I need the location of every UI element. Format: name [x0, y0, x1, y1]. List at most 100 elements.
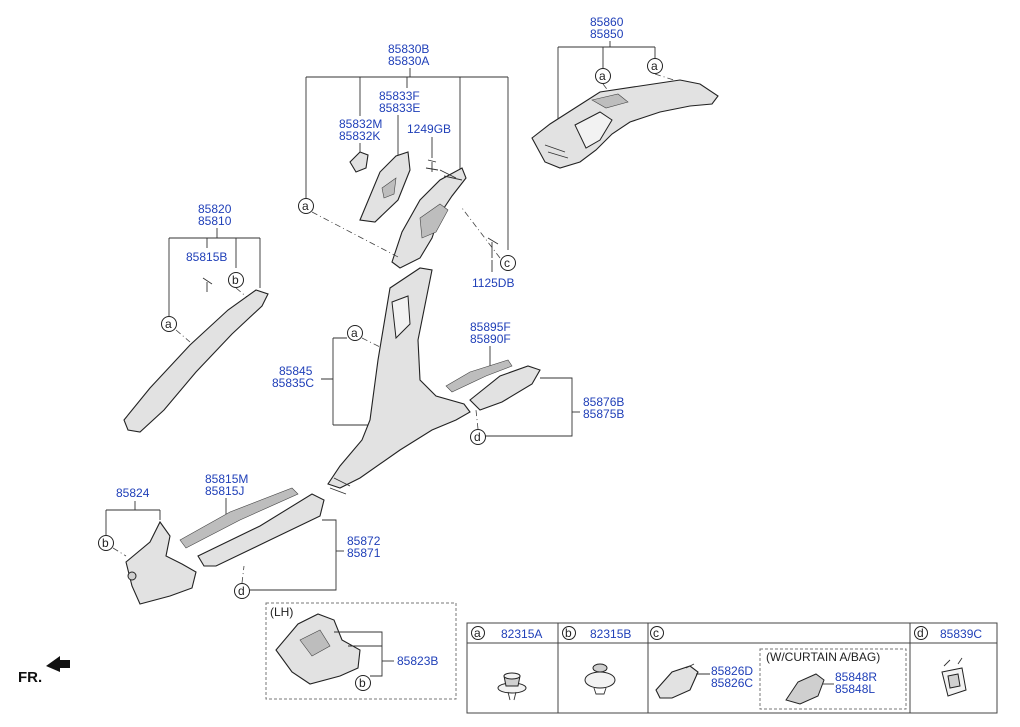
- mark-b-a: [228, 272, 244, 288]
- part-85823B[interactable]: 85823B: [397, 654, 438, 668]
- clip-85815B: [202, 277, 213, 292]
- part-85850[interactable]: 85850: [590, 27, 624, 41]
- b-pillar-upper-group: 85830B 85830A 85833F 85833E 85832M 85832…: [298, 42, 516, 290]
- part-85815J[interactable]: 85815J: [205, 484, 244, 498]
- part-85830B[interactable]: 85830B: [388, 42, 429, 56]
- mark-b-lh: [355, 675, 371, 691]
- rear-trim-lines: [544, 144, 569, 159]
- scuff-85895: [445, 359, 513, 393]
- rear-trim-window: [574, 111, 613, 149]
- leader-a-pillar: [168, 228, 261, 316]
- fr-arrow-icon: [46, 656, 70, 672]
- legend-clip-a-icon: [497, 672, 527, 701]
- part-85833E[interactable]: 85833E: [379, 101, 420, 115]
- leader-85876: [478, 377, 573, 437]
- fr-label: FR.: [18, 669, 42, 686]
- legend-85826-icon: [655, 665, 699, 699]
- mark-c-b-label: c: [504, 256, 510, 270]
- bolt-1249GB: [425, 159, 439, 172]
- part-85815M[interactable]: 85815M: [205, 472, 248, 486]
- mark-d-rear-label: d: [474, 430, 481, 444]
- mark-a-rear1-label: a: [599, 69, 606, 83]
- part-85815B[interactable]: 85815B: [186, 250, 227, 264]
- a-pillar-group: 85820 85810 85815B b a: [123, 202, 269, 433]
- part-85860[interactable]: 85860: [590, 15, 624, 29]
- mark-a-rear2: [647, 58, 663, 74]
- part-85876B[interactable]: 85876B: [583, 395, 624, 409]
- front-direction: FR.: [18, 656, 70, 686]
- legend-85826D[interactable]: 85826D: [711, 664, 753, 678]
- mark-a-a: [161, 316, 177, 332]
- panel-85833-detail: [381, 177, 397, 199]
- legend-85848R[interactable]: 85848R: [835, 670, 877, 684]
- rear-trim-detail: [591, 93, 629, 109]
- mark-b-lh-label: b: [359, 676, 366, 690]
- center-pillar-window: [391, 295, 411, 340]
- legend-85826C[interactable]: 85826C: [711, 676, 753, 690]
- part-1249GB[interactable]: 1249GB: [407, 122, 451, 136]
- dash-cowl: [112, 547, 127, 557]
- bolt-1125DB: [487, 237, 499, 258]
- dash-c: [461, 207, 501, 259]
- scuff-85876: [469, 365, 541, 411]
- part-85833F[interactable]: 85833F: [379, 89, 420, 103]
- rear-scuff-group: 85895F 85890F 85876B 85875B d: [445, 320, 624, 445]
- part-85820[interactable]: 85820: [198, 202, 232, 216]
- mark-a-a-label: a: [165, 317, 172, 331]
- dash-d-rear: [475, 409, 479, 430]
- scuff-85872: [197, 493, 325, 567]
- legend-85848-icon: [785, 673, 825, 705]
- legend-82315B[interactable]: 82315B: [590, 627, 631, 641]
- leader-85872: [250, 519, 337, 591]
- legend-mark-a: [471, 626, 485, 640]
- part-85835C[interactable]: 85835C: [272, 376, 314, 390]
- center-pillar-base: [329, 477, 351, 495]
- mark-a-c-label: a: [351, 326, 358, 340]
- part-85890F[interactable]: 85890F: [470, 332, 511, 346]
- cowl-side-hole: [127, 571, 137, 581]
- part-85830A[interactable]: 85830A: [388, 54, 429, 68]
- cowl-side-group: 85824 b: [98, 486, 197, 605]
- legend-mark-c: [650, 626, 664, 640]
- legend-curtain-box: [759, 648, 907, 710]
- part-85845[interactable]: 85845: [279, 364, 313, 378]
- part-85895F[interactable]: 85895F: [470, 320, 511, 334]
- part-85871[interactable]: 85871: [347, 546, 381, 560]
- panel-85830-lines: [439, 169, 463, 181]
- legend-85848L[interactable]: 85848L: [835, 682, 875, 696]
- part-85875B[interactable]: 85875B: [583, 407, 624, 421]
- center-pillar-group: a 85845 85835C: [272, 267, 471, 495]
- part-85832M[interactable]: 85832M: [339, 117, 382, 131]
- scuff-85815M: [179, 487, 299, 549]
- mark-a-b1: [298, 198, 314, 214]
- part-85872[interactable]: 85872: [347, 534, 381, 548]
- cowl-side-trim: [125, 520, 197, 605]
- legend-table: a 82315A b 82315B c d 85839C 85826D 8582…: [466, 622, 998, 714]
- dash-d-front: [241, 565, 245, 584]
- legend-mark-d-label: d: [917, 626, 924, 640]
- dash-b1: [311, 211, 401, 259]
- legend-clip-d-icon: [941, 657, 967, 697]
- mark-a-rear2-label: a: [651, 59, 658, 73]
- part-1125DB[interactable]: 1125DB: [472, 276, 514, 290]
- part-85832K[interactable]: 85832K: [339, 129, 380, 143]
- part-85824[interactable]: 85824: [116, 486, 150, 500]
- mark-a-b1-label: a: [302, 199, 309, 213]
- front-scuff-group: 85815M 85815J 85872 85871 d: [179, 472, 381, 599]
- mark-c-b: [500, 255, 516, 271]
- legend-curtain-note: (W/CURTAIN A/BAG): [766, 650, 880, 664]
- mark-b-cowl: [98, 535, 114, 551]
- leader-center: [321, 337, 368, 426]
- lh-part-detail: [299, 629, 331, 657]
- rear-trim-group: 85860 85850 a a: [531, 15, 719, 169]
- dash-center: [361, 337, 383, 349]
- legend-mark-b-label: b: [565, 626, 572, 640]
- mark-a-c: [347, 325, 363, 341]
- legend-mark-d: [914, 626, 928, 640]
- legend-85826-leader: [685, 663, 710, 675]
- legend-82315A[interactable]: 82315A: [501, 627, 542, 641]
- panel-85830-detail: [419, 203, 449, 239]
- legend-85839C[interactable]: 85839C: [940, 627, 982, 641]
- part-85810[interactable]: 85810: [198, 214, 232, 228]
- mark-a-rear1: [595, 68, 611, 84]
